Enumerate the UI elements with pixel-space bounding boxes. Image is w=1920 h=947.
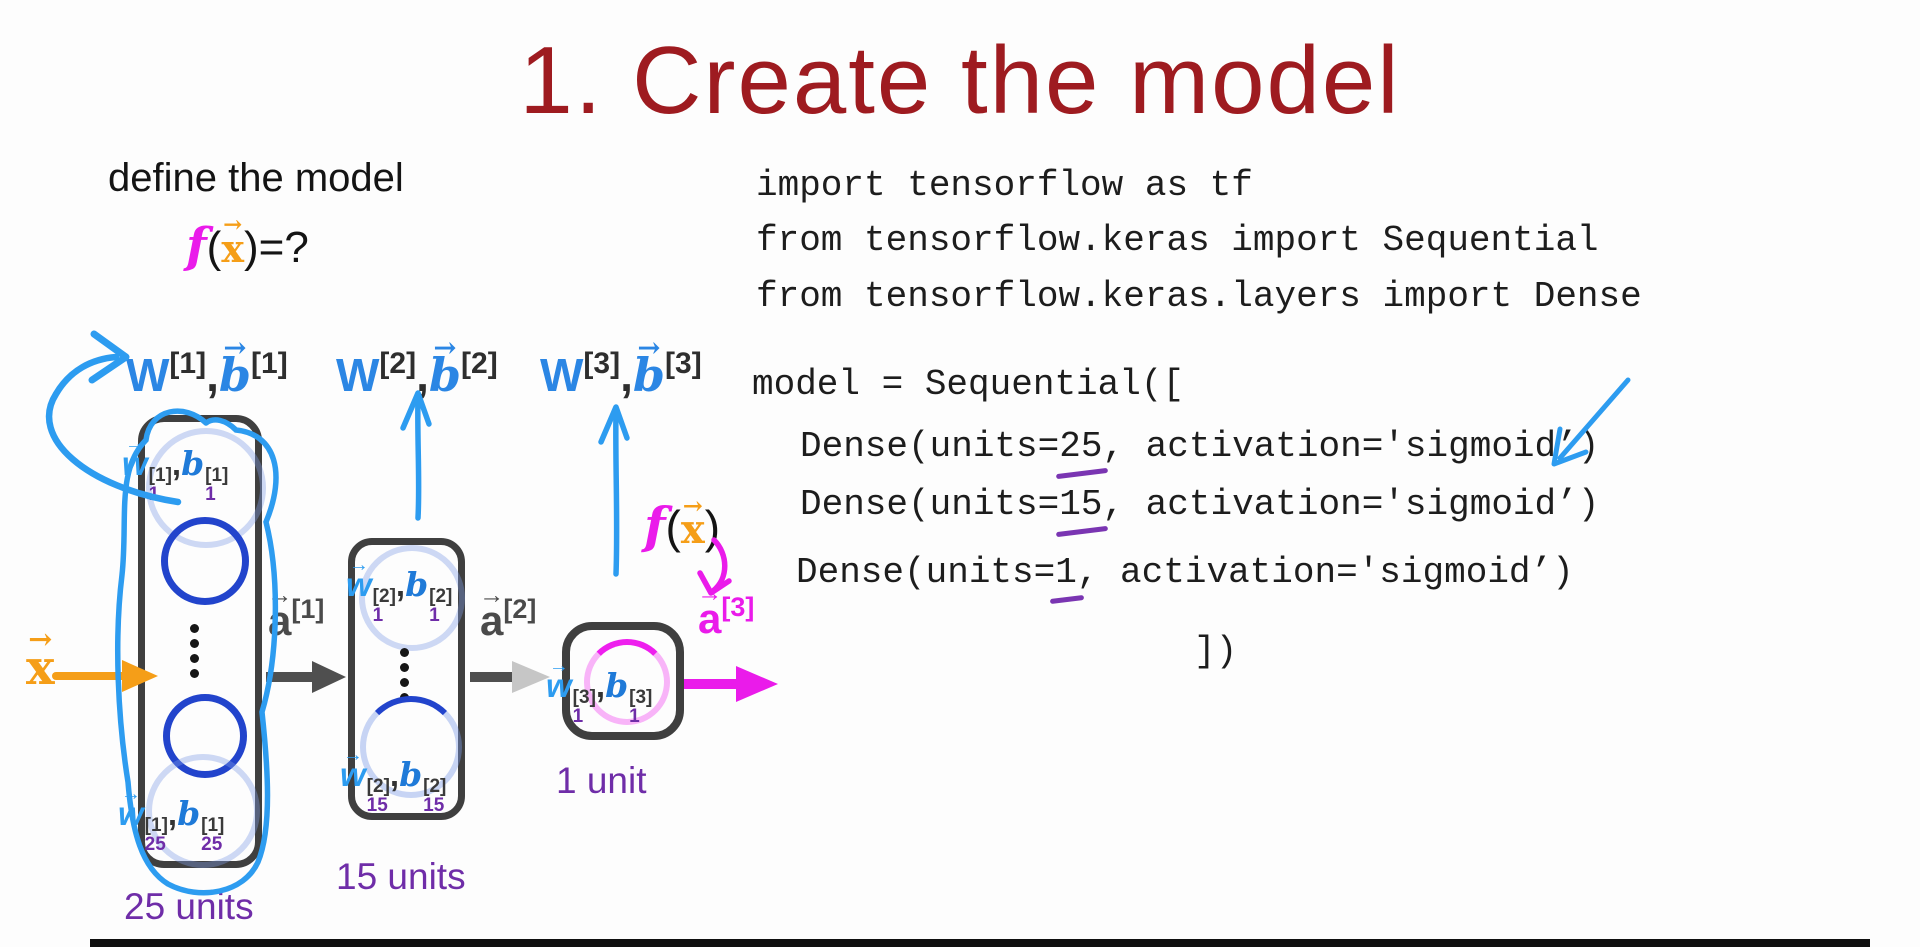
activation-label-a2: a[2] xyxy=(480,594,536,645)
code-import-2: from tensorflow.keras import Sequential xyxy=(756,220,1599,261)
weights-label-layer1: W[1],b[1] xyxy=(126,347,288,402)
layer2-unit15-label: w[2]15,b[2]15 xyxy=(340,755,446,816)
weights-w: W xyxy=(540,349,584,401)
layer1-ellipsis-dots xyxy=(190,624,199,678)
output-arrow xyxy=(684,666,778,702)
output-f: f xyxy=(644,496,666,555)
layer2-ellipsis-dots xyxy=(400,648,409,702)
a2-arrow xyxy=(470,661,550,693)
formula-f: f xyxy=(186,218,207,274)
code-import-1: import tensorflow as tf xyxy=(756,165,1253,206)
model-formula: f(x)=? xyxy=(186,218,309,274)
formula-close-paren: ) xyxy=(243,223,259,272)
w-vector: w xyxy=(118,795,144,833)
layer1-unit1-label: w[1]1,b[1]1 xyxy=(122,444,228,505)
activation-label-a1: a[1] xyxy=(268,594,324,645)
weights-label-layer3: W[3],b[3] xyxy=(540,347,702,402)
bias-b-vector: b xyxy=(429,348,461,402)
activation-label-a3: a[3] xyxy=(698,592,754,643)
layer2-up-arrow xyxy=(400,390,432,521)
layer1-units-caption: 25 units xyxy=(124,886,254,927)
w-vector: w xyxy=(546,667,572,705)
a-vector: a xyxy=(480,597,503,645)
formula-open-paren: ( xyxy=(206,223,222,272)
bias-b-vector: b xyxy=(219,348,251,402)
page-title: 1. Create the model xyxy=(519,27,1401,134)
code-dense-2: Dense(units=15, activation='sigmoid’) xyxy=(800,484,1600,525)
output-formula: f(x) xyxy=(644,496,720,555)
weights-label-layer2: W[2],b[2] xyxy=(336,347,498,402)
a1-arrow xyxy=(266,661,346,693)
w-vector: w xyxy=(340,756,366,794)
layer2-units-caption: 15 units xyxy=(336,856,466,897)
w-vector: w xyxy=(346,566,372,604)
input-x-vector: x xyxy=(26,640,55,696)
layer3-unit1-label: w[3]1,b[3]1 xyxy=(546,666,652,727)
layer3-unit-halo xyxy=(584,639,670,725)
a-vector: a xyxy=(268,597,291,645)
underline-units-1 xyxy=(1049,594,1085,605)
subtitle: define the model xyxy=(108,156,404,200)
output-x-vector: x xyxy=(681,506,705,553)
formula-x-vector: x xyxy=(221,226,244,271)
output-close-paren: ) xyxy=(704,501,721,553)
layer2-unit15-halo xyxy=(360,696,462,798)
layer3-units-caption: 1 unit xyxy=(556,760,647,801)
output-open-paren: ( xyxy=(665,501,681,553)
layer1-unit25-label: w[1]25,b[1]25 xyxy=(118,794,224,855)
weights-w: W xyxy=(126,349,170,401)
layer1-node-circle xyxy=(161,517,249,605)
layer2-unit1-label: w[2]1,b[2]1 xyxy=(346,565,452,626)
code-model-line: model = Sequential([ xyxy=(752,364,1185,405)
underline-units-15 xyxy=(1055,525,1109,538)
weights-w: W xyxy=(336,349,380,401)
bottom-bar xyxy=(90,939,1870,947)
code-dense-3: Dense(units=1, activation='sigmoid’) xyxy=(796,552,1574,593)
layer2-box xyxy=(348,538,465,820)
underline-units-25 xyxy=(1055,467,1109,480)
a-vector: a xyxy=(698,595,721,643)
layer3-up-arrow xyxy=(598,404,630,577)
bias-b-vector: b xyxy=(633,348,665,402)
code-import-3: from tensorflow.keras.layers import Dens… xyxy=(756,276,1642,317)
w-vector: w xyxy=(122,445,148,483)
code-dense-1: Dense(units=25, activation='sigmoid’) xyxy=(800,426,1600,467)
code-close-line: ]) xyxy=(1194,631,1238,672)
formula-result: =? xyxy=(258,223,309,272)
